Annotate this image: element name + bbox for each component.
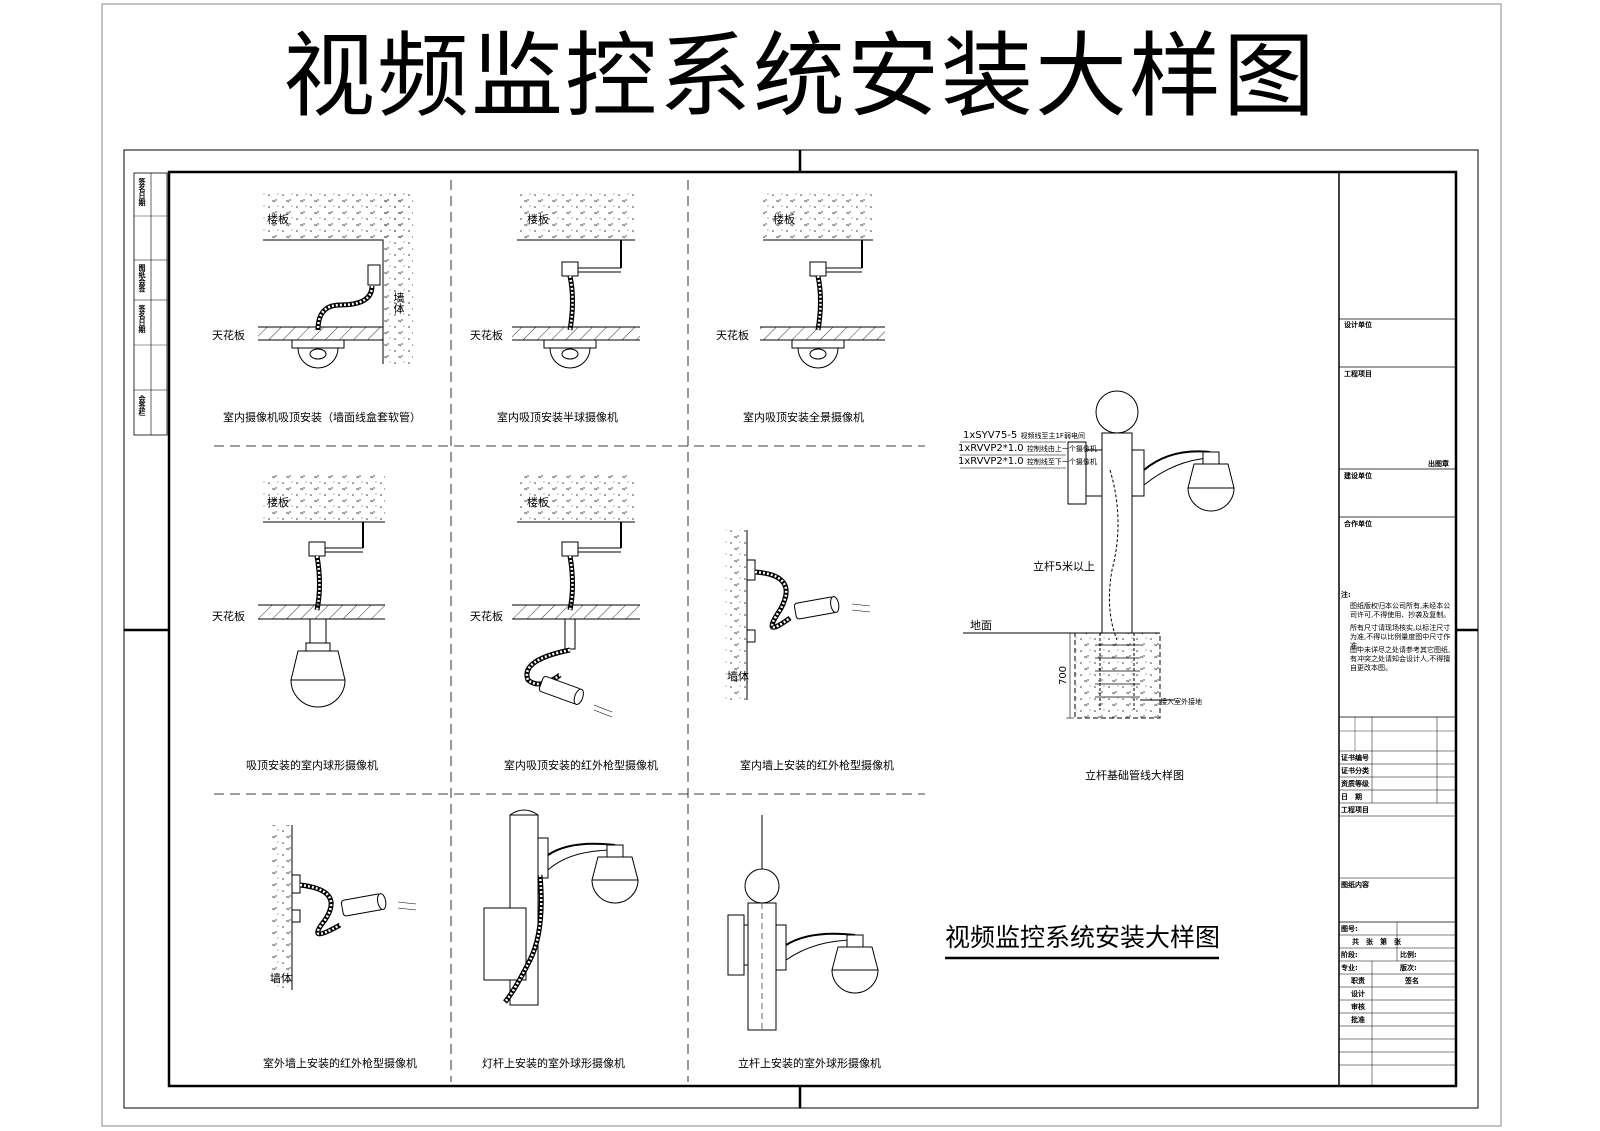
tb-total-sheets: 共 张 第 张 bbox=[1352, 938, 1401, 946]
tb-note-2: 所有尺寸请现场核实,以标注尺寸为准,不得以比例量度图中尺寸作准。 bbox=[1350, 624, 1451, 650]
left-strip-sign-date-2: 签名日期 bbox=[138, 305, 146, 333]
caption-detail-6: 室内墙上安装的红外枪型摄像机 bbox=[740, 759, 894, 772]
left-strip-countersign-block: 会签栏 bbox=[138, 395, 146, 416]
label-cable-3: 1xRVVP2*1.0 控制线至下一个摄像机 bbox=[958, 456, 1097, 467]
caption-detail-8: 灯杆上安装的室外球形摄像机 bbox=[482, 1057, 625, 1070]
label-depth: 700 bbox=[1058, 665, 1070, 686]
page-title: 视频监控系统安装大样图 bbox=[282, 23, 1317, 130]
tb-drawing-no: 图号: bbox=[1341, 925, 1358, 933]
label-ceiling-5: 天花板 bbox=[470, 610, 503, 623]
tb-note-1: 图纸版权归本公司所有,未经本公司许可,不得使用、抄袭及复制。 bbox=[1350, 602, 1451, 619]
tb-sign: 签名 bbox=[1405, 977, 1419, 985]
label-floor-slab-5: 楼板 bbox=[527, 496, 549, 509]
label-ground: 地面 bbox=[970, 619, 992, 632]
tb-cert-class: 证书分类 bbox=[1341, 767, 1369, 775]
tb-date: 日 期 bbox=[1341, 793, 1362, 801]
tb-notes-title: 注: bbox=[1341, 591, 1351, 599]
label-cable-2: 1xRVVP2*1.0 控制线由上一个摄像机 bbox=[958, 443, 1097, 454]
tb-project: 工程项目 bbox=[1341, 806, 1369, 814]
tb-grade: 资质等级 bbox=[1341, 780, 1369, 788]
label-wall-7: 墙体 bbox=[270, 972, 292, 985]
label-floor-slab-1: 楼板 bbox=[267, 213, 289, 226]
detail-9-pole-dome bbox=[727, 815, 879, 1031]
tb-duty: 职责 bbox=[1351, 977, 1365, 985]
caption-detail-10: 立杆基础管线大样图 bbox=[1085, 769, 1184, 782]
label-ceiling-2: 天花板 bbox=[470, 329, 503, 342]
detail-4-ceiling-speed-dome bbox=[258, 474, 385, 708]
detail-7-outdoor-wall-ir-bullet bbox=[270, 825, 417, 990]
panel-dividers bbox=[214, 180, 925, 1082]
title-block bbox=[1338, 172, 1456, 1086]
caption-detail-5: 室内吸顶安装的红外枪型摄像机 bbox=[504, 759, 658, 772]
left-sign-strip bbox=[133, 172, 168, 436]
tb-design: 设计 bbox=[1351, 990, 1365, 998]
label-ceiling-4: 天花板 bbox=[212, 610, 245, 623]
drawing-border bbox=[167, 170, 1458, 1088]
tb-design-unit: 设计单位 bbox=[1344, 321, 1372, 329]
detail-5-ceiling-ir-bullet bbox=[512, 474, 640, 718]
detail-1-ceiling-camera-wall-box bbox=[258, 192, 413, 369]
tb-stage: 阶段: bbox=[1341, 951, 1358, 959]
sheet-outer-border bbox=[101, 3, 1502, 1127]
tb-cert-no: 证书编号 bbox=[1341, 754, 1369, 762]
caption-detail-4: 吸顶安装的室内球形摄像机 bbox=[246, 759, 378, 772]
tb-project-1: 工程项目 bbox=[1344, 370, 1372, 378]
caption-detail-7: 室外墙上安装的红外枪型摄像机 bbox=[263, 1057, 417, 1070]
label-cable-1: 1xSYV75-5 视频线至主1F弱电间 bbox=[963, 430, 1085, 441]
label-ground-note: 接入室外接地 bbox=[1160, 698, 1202, 706]
detail-8-lamp-pole-dome bbox=[483, 809, 639, 1006]
label-wall-6: 墙体 bbox=[727, 670, 749, 683]
tb-construction-unit: 建设单位 bbox=[1344, 472, 1372, 480]
detail-2-dome-camera bbox=[512, 192, 640, 369]
left-strip-sign-date-1: 签名日期 bbox=[138, 178, 146, 206]
label-floor-slab-2: 楼板 bbox=[527, 213, 549, 226]
detail-10-pole-foundation bbox=[960, 390, 1235, 719]
tb-drawing-content: 图纸内容 bbox=[1341, 881, 1369, 889]
tb-cooperation-unit: 合作单位 bbox=[1344, 520, 1372, 528]
caption-detail-2: 室内吸顶安装半球摄像机 bbox=[497, 411, 618, 424]
drawing-title: 视频监控系统安装大样图 bbox=[945, 923, 1221, 952]
left-strip-countersign: 图纸会签 bbox=[138, 264, 146, 292]
label-ceiling-1: 天花板 bbox=[212, 329, 245, 342]
detail-6-wall-ir-bullet bbox=[725, 530, 871, 700]
label-wall-1: 墙体 bbox=[392, 292, 405, 314]
caption-detail-1: 室内摄像机吸顶安装（墙面线盒套软管） bbox=[223, 411, 421, 424]
tb-check: 审核 bbox=[1351, 1003, 1365, 1011]
label-floor-slab-4: 楼板 bbox=[267, 496, 289, 509]
detail-3-panoramic-camera bbox=[760, 192, 885, 369]
tb-stamp: 出图章 bbox=[1428, 460, 1449, 468]
sheet-frame bbox=[123, 149, 1479, 1109]
label-floor-slab-3: 楼板 bbox=[773, 213, 795, 226]
tb-scale: 比例: bbox=[1400, 951, 1417, 959]
label-ceiling-3: 天花板 bbox=[716, 329, 749, 342]
tb-note-3: 图中未详尽之处请参考其它图纸,有冲突之处请知会设计人,不得擅自更改本图。 bbox=[1350, 646, 1451, 672]
tb-discipline: 专业: bbox=[1341, 964, 1358, 972]
tb-version: 版次: bbox=[1400, 964, 1417, 972]
tb-approve: 批准 bbox=[1351, 1016, 1365, 1024]
label-pole-height: 立杆5米以上 bbox=[1033, 560, 1095, 573]
caption-detail-3: 室内吸顶安装全景摄像机 bbox=[743, 411, 864, 424]
caption-detail-9: 立杆上安装的室外球形摄像机 bbox=[738, 1057, 881, 1070]
